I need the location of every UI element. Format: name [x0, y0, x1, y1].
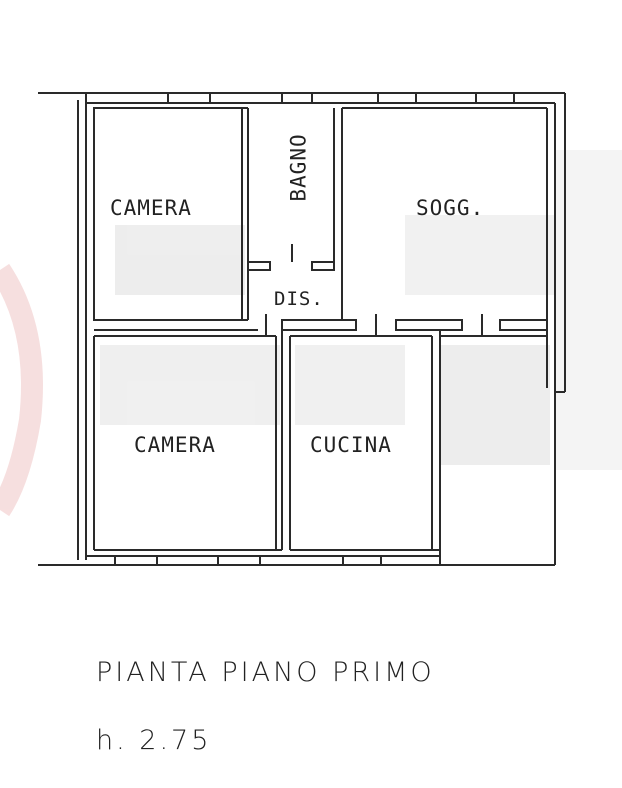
room-label-soggiorno: SOGG.: [416, 196, 485, 220]
plan-title: PIANTA PIANO PRIMO: [96, 657, 435, 688]
room-label-camera-1: CAMERA: [110, 196, 192, 220]
ceiling-height: h. 2.75: [96, 725, 212, 756]
walls: [38, 92, 566, 566]
room-label-bagno: BAGNO: [286, 133, 311, 202]
room-label-camera-2: CAMERA: [134, 433, 216, 457]
watermark: [0, 150, 622, 517]
room-label-cucina: CUCINA: [310, 433, 392, 457]
room-label-disimpegno: DIS.: [274, 288, 324, 310]
